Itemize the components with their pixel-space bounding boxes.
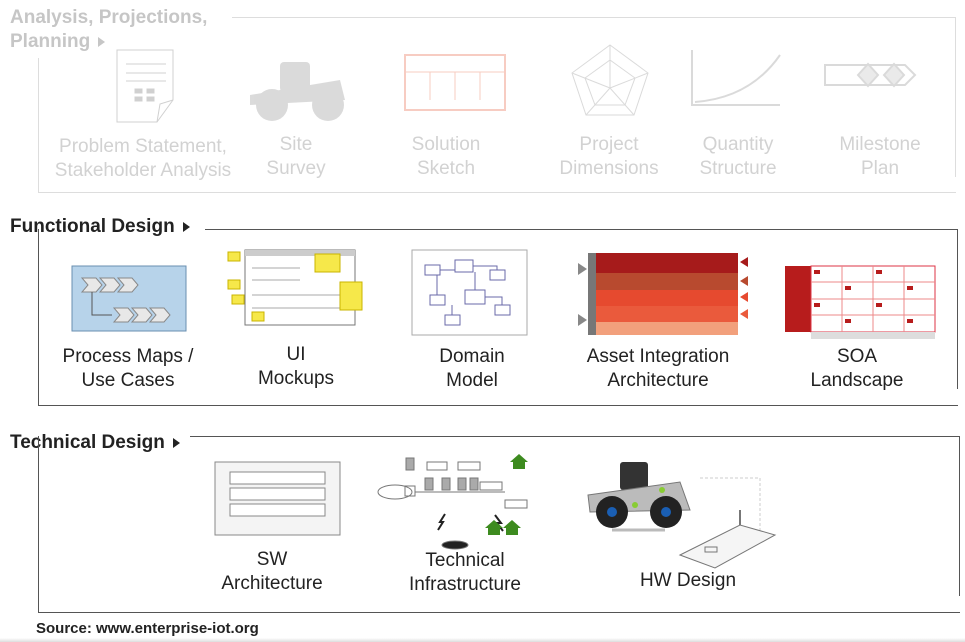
item-process-maps: Process Maps /Use Cases <box>62 346 194 391</box>
analysis-icons <box>116 44 917 123</box>
divider <box>957 229 958 389</box>
milestone-icon <box>824 62 917 88</box>
solution-sketch-icon <box>404 54 506 111</box>
document-icon <box>116 49 174 123</box>
sw-architecture-icon <box>214 461 341 536</box>
triangle-right-icon <box>172 437 180 448</box>
title-text: Technical Design <box>10 432 165 453</box>
section-title-technical: Technical Design <box>10 431 180 455</box>
asset-integration-icon <box>578 253 748 335</box>
divider <box>955 17 956 177</box>
functional-icons <box>71 249 936 339</box>
section-box-technical <box>38 436 960 613</box>
technical-icons <box>214 454 777 569</box>
tractor-icon <box>250 62 345 121</box>
source-citation: Source: www.enterprise-iot.org <box>36 620 259 637</box>
triangle-right-icon <box>98 36 106 47</box>
title-line: Analysis, Projections, <box>10 7 208 28</box>
divider <box>205 229 958 230</box>
process-map-icon <box>71 265 187 332</box>
divider <box>959 436 960 596</box>
title-line: Planning <box>10 31 91 52</box>
section-title-functional: Functional Design <box>10 215 190 239</box>
divider <box>190 436 960 437</box>
section-box-functional <box>38 229 958 406</box>
divider <box>232 17 955 18</box>
domain-model-icon <box>411 249 528 336</box>
radar-chart-icon <box>571 44 649 116</box>
item-problem-statement: Problem Statement,Stakeholder Analysis <box>54 136 232 181</box>
footer-shade <box>0 638 965 642</box>
section-box-analysis <box>38 58 956 193</box>
ui-mockup-icon <box>227 249 363 326</box>
title-text: Functional Design <box>10 216 175 237</box>
section-title-analysis: Analysis, Projections, Planning <box>10 6 207 54</box>
soa-landscape-icon <box>785 265 936 339</box>
triangle-right-icon <box>182 221 190 232</box>
network-infrastructure-icon <box>377 454 528 550</box>
item-hw-design: HW Design <box>639 570 737 591</box>
hw-design-icon <box>587 462 777 569</box>
growth-curve-icon <box>691 50 781 106</box>
